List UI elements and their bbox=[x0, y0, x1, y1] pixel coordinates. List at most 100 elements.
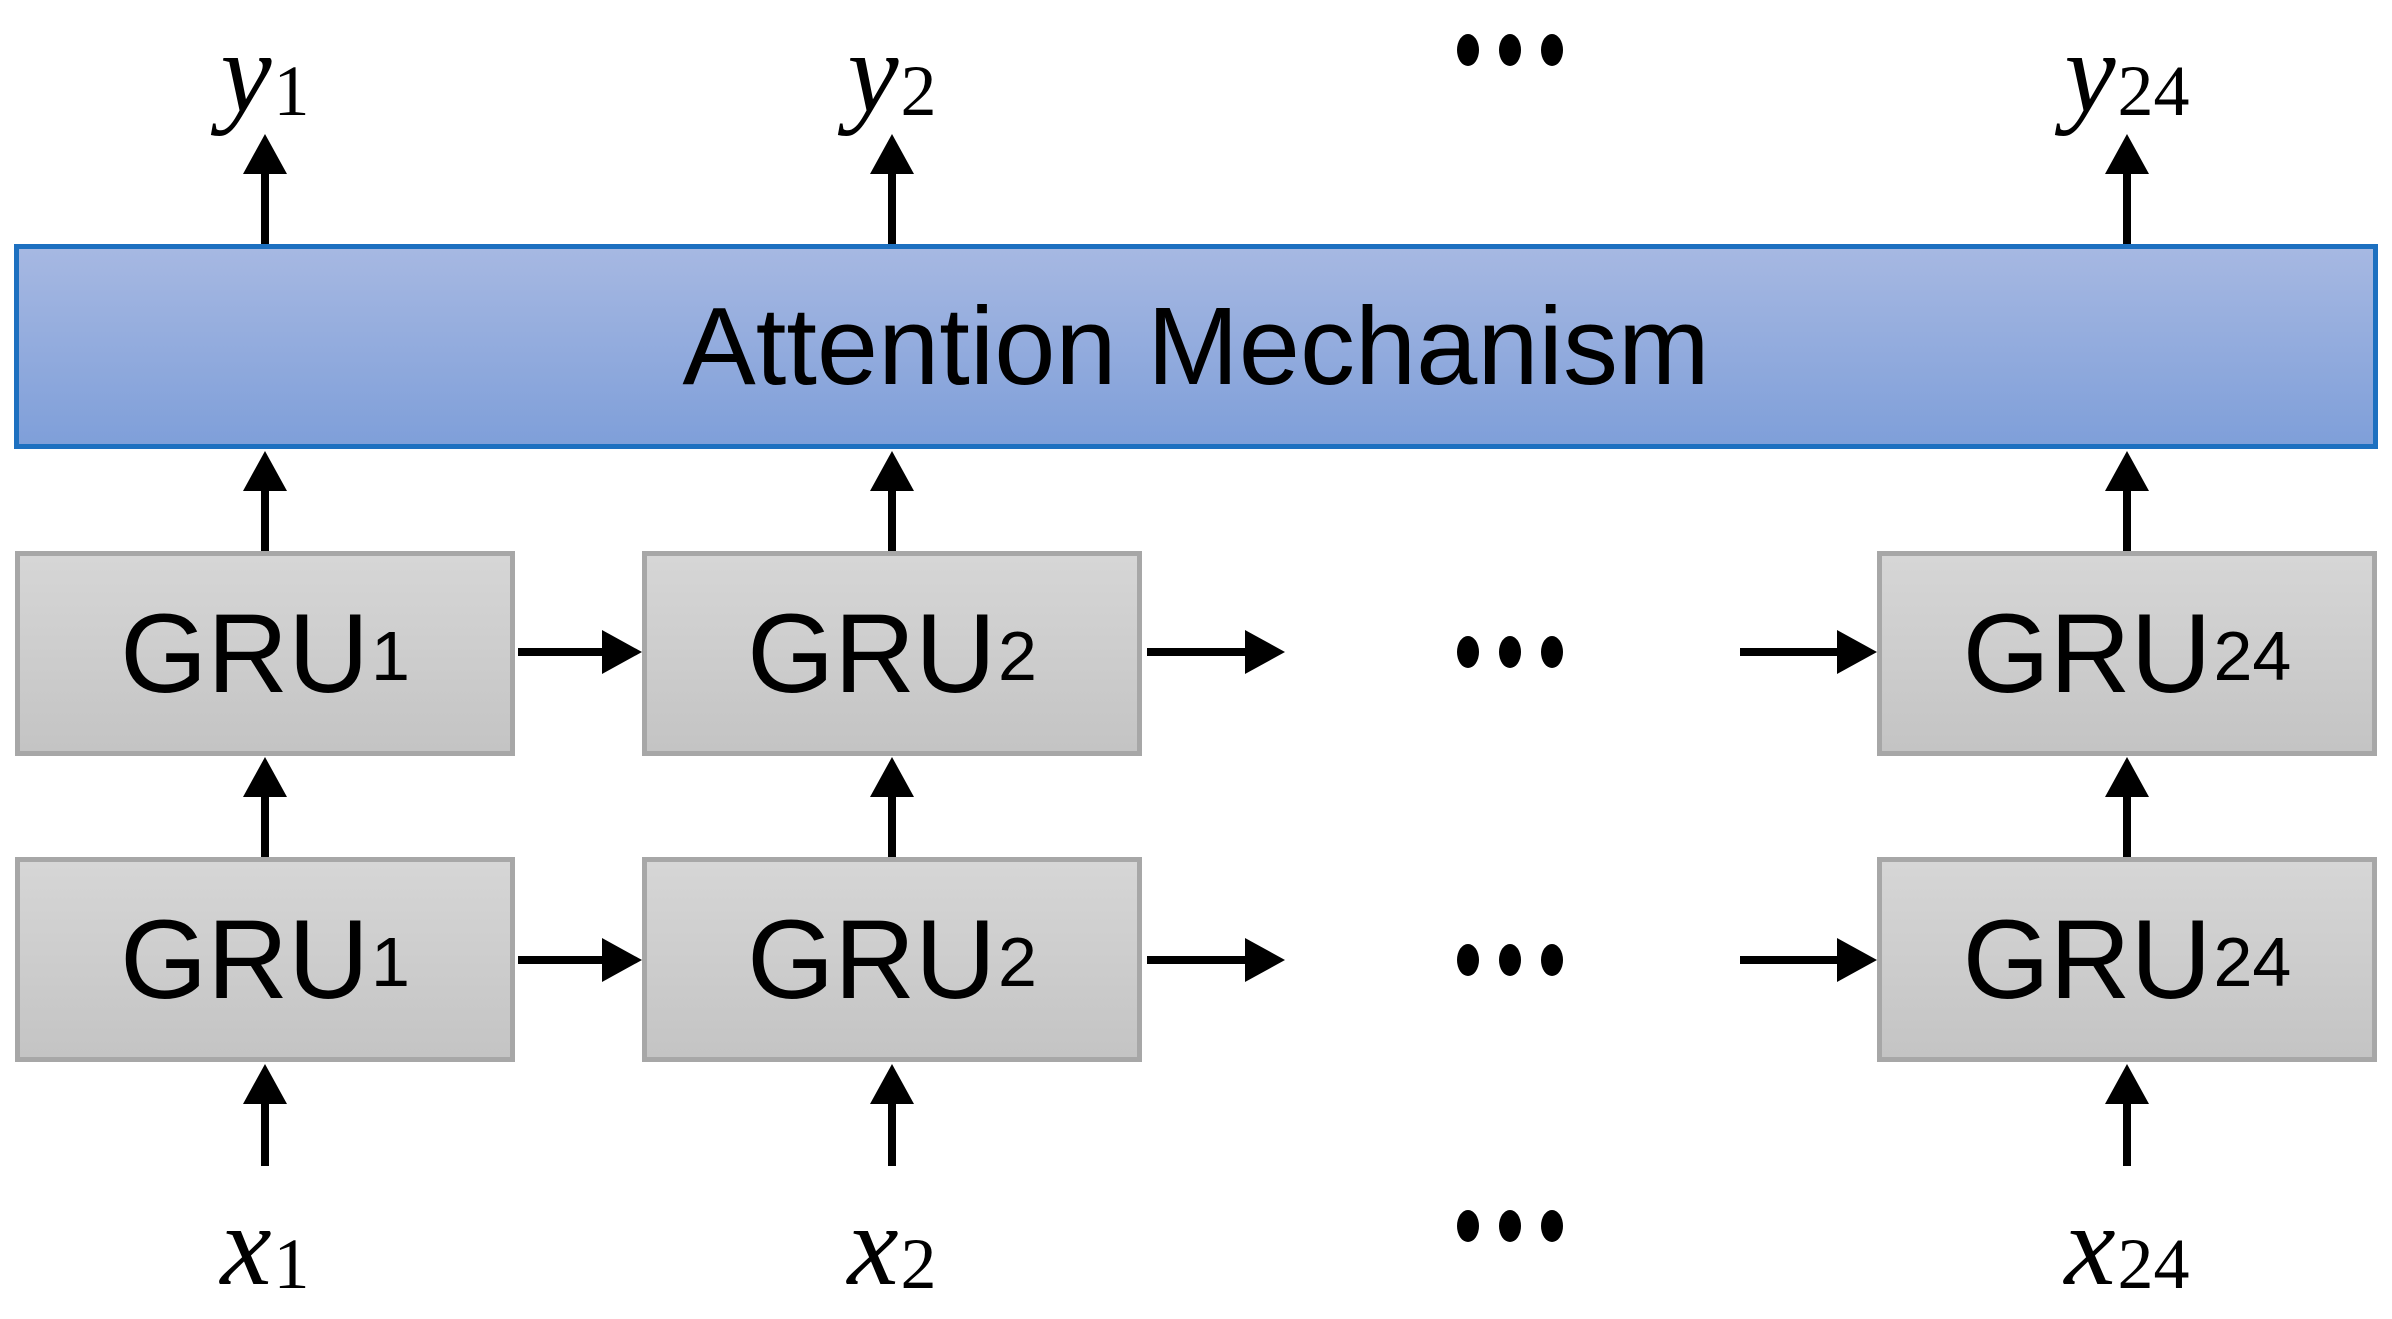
arrow-head bbox=[870, 451, 914, 491]
ellipsis-dot bbox=[1457, 636, 1479, 668]
input-label-subscript: 24 bbox=[2117, 1223, 2190, 1304]
arrow-shaft bbox=[261, 166, 269, 244]
gru-box-label: GRU bbox=[120, 590, 369, 716]
arrow-shaft bbox=[2123, 1096, 2131, 1166]
arrow-up-icon bbox=[2105, 1064, 2149, 1166]
arrow-head bbox=[870, 1064, 914, 1104]
arrow-head bbox=[243, 1064, 287, 1104]
gru-box-subscript: 1 bbox=[370, 617, 410, 696]
ellipsis-dot bbox=[1457, 944, 1479, 976]
ellipsis-icon-gru-bottom-row bbox=[1410, 940, 1610, 980]
arrow-shaft bbox=[1147, 956, 1253, 964]
arrow-shaft bbox=[888, 1096, 896, 1166]
arrow-right-icon bbox=[1740, 938, 1877, 982]
gru-box-subscript: 2 bbox=[997, 923, 1037, 1002]
ellipsis-dot bbox=[1457, 34, 1479, 66]
output-label-subscript: 1 bbox=[273, 51, 310, 132]
gru-box-label: GRU bbox=[1962, 590, 2212, 716]
arrow-up-icon bbox=[870, 757, 914, 857]
output-label-base: y bbox=[2064, 9, 2116, 136]
arrow-shaft bbox=[261, 789, 269, 857]
output-label-subscript: 2 bbox=[900, 51, 937, 132]
arrow-up-icon bbox=[243, 451, 287, 551]
gru-box-label: GRU bbox=[747, 896, 996, 1022]
arrow-shaft bbox=[1740, 648, 1845, 656]
arrow-shaft bbox=[261, 483, 269, 551]
output-label-base: y bbox=[220, 9, 272, 136]
gru-box-label: GRU bbox=[747, 590, 996, 716]
ellipsis-dot bbox=[1541, 34, 1563, 66]
arrow-head bbox=[870, 134, 914, 174]
arrow-up-icon bbox=[870, 134, 914, 244]
ellipsis-dot bbox=[1541, 1210, 1563, 1242]
ellipsis-dot bbox=[1499, 636, 1521, 668]
arrow-shaft bbox=[518, 648, 610, 656]
arrow-head bbox=[2105, 134, 2149, 174]
arrow-shaft bbox=[888, 789, 896, 857]
input-label-base: x bbox=[220, 1181, 272, 1309]
arrow-shaft bbox=[1147, 648, 1253, 656]
ellipsis-dot bbox=[1457, 1210, 1479, 1242]
arrow-shaft bbox=[888, 483, 896, 551]
input-label-subscript: 1 bbox=[273, 1223, 310, 1304]
arrow-head bbox=[602, 938, 642, 982]
arrow-head bbox=[2105, 757, 2149, 797]
arrow-head bbox=[1245, 938, 1285, 982]
output-label-subscript: 24 bbox=[2117, 51, 2190, 132]
arrow-right-icon bbox=[1147, 630, 1285, 674]
ellipsis-dot bbox=[1499, 34, 1521, 66]
output-label-base: y bbox=[847, 9, 899, 136]
gru-box-label: GRU bbox=[120, 896, 369, 1022]
arrow-shaft bbox=[2123, 789, 2131, 857]
arrow-head bbox=[1245, 630, 1285, 674]
arrow-head bbox=[1837, 630, 1877, 674]
arrow-right-icon bbox=[1147, 938, 1285, 982]
gru-box-label: GRU bbox=[1962, 896, 2212, 1022]
arrow-up-icon bbox=[870, 451, 914, 551]
arrow-right-icon bbox=[518, 938, 642, 982]
arrow-up-icon bbox=[243, 1064, 287, 1166]
arrow-right-icon bbox=[518, 630, 642, 674]
ellipsis-icon-gru-top-row bbox=[1410, 632, 1610, 672]
arrow-head bbox=[2105, 451, 2149, 491]
arrow-up-icon bbox=[870, 1064, 914, 1166]
attention-mechanism-box: Attention Mechanism bbox=[14, 244, 2378, 449]
arrow-head bbox=[870, 757, 914, 797]
arrow-up-icon bbox=[243, 134, 287, 244]
ellipsis-dot bbox=[1499, 1210, 1521, 1242]
gru-box-subscript: 24 bbox=[2213, 617, 2292, 696]
ellipsis-dot bbox=[1499, 944, 1521, 976]
input-label-base: x bbox=[2064, 1181, 2116, 1309]
gru-box-subscript: 2 bbox=[997, 617, 1037, 696]
arrow-shaft bbox=[888, 166, 896, 244]
arrow-shaft bbox=[2123, 483, 2131, 551]
arrow-shaft bbox=[2123, 166, 2131, 244]
arrow-head bbox=[243, 134, 287, 174]
ellipsis-icon-inputs bbox=[1410, 1206, 1610, 1246]
arrow-shaft bbox=[261, 1096, 269, 1166]
ellipsis-dot bbox=[1541, 944, 1563, 976]
arrow-head bbox=[243, 757, 287, 797]
arrow-up-icon bbox=[243, 757, 287, 857]
arrow-up-icon bbox=[2105, 757, 2149, 857]
input-label-subscript: 2 bbox=[900, 1223, 937, 1304]
ellipsis-icon-outputs bbox=[1410, 30, 1610, 70]
arrow-head bbox=[1837, 938, 1877, 982]
arrow-head bbox=[2105, 1064, 2149, 1104]
arrow-shaft bbox=[518, 956, 610, 964]
arrow-up-icon bbox=[2105, 134, 2149, 244]
attention-mechanism-label: Attention Mechanism bbox=[682, 284, 1710, 408]
arrow-up-icon bbox=[2105, 451, 2149, 551]
